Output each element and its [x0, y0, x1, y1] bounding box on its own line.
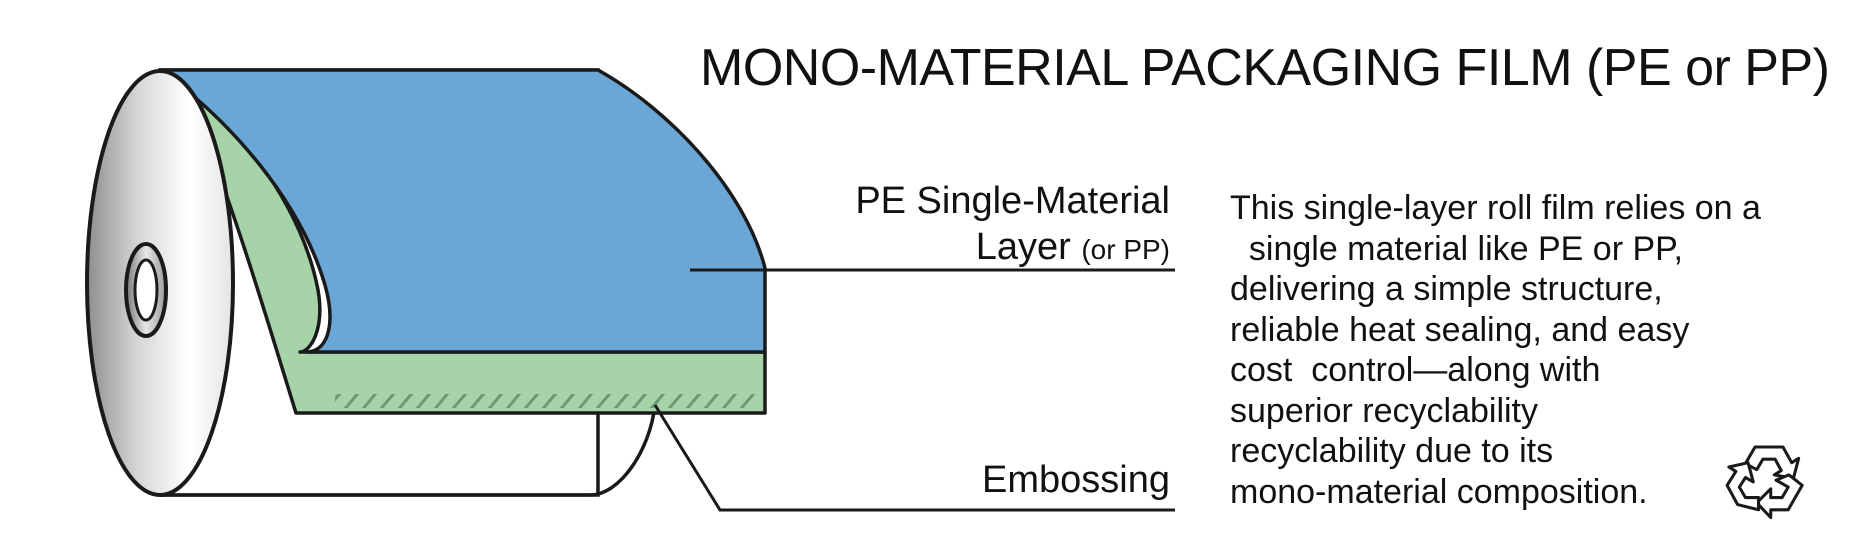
embossing-leader-line: [653, 404, 1175, 512]
description-line: cost control—along with: [1230, 351, 1601, 389]
description-line: mono-material composition.: [1230, 472, 1648, 511]
roll-core-inner: [133, 258, 159, 322]
description-line: delivering a simple structure,: [1230, 270, 1663, 308]
blue-film-top: [158, 68, 767, 354]
layer-label-line1: PE Single-Material: [855, 180, 1170, 222]
description-line: superior recyclability: [1230, 391, 1538, 430]
layer-label-line2: Layer: [975, 226, 1071, 268]
description-line: reliable heat sealing, and easy: [1230, 310, 1690, 349]
description-line: single material like PE or PP,: [1230, 229, 1683, 268]
description-line: This single-layer roll film relies on a: [1230, 189, 1761, 227]
embossing-label: Embossing: [982, 459, 1170, 501]
layer-label-suffix: (or PP): [1081, 234, 1170, 265]
roll-bottom-curve: [160, 404, 657, 497]
description-line: recyclability due to its: [1230, 432, 1554, 470]
recycle-icon: [1725, 445, 1804, 520]
layer-label: PE Single-Material Layer (or PP): [855, 178, 1170, 273]
page-title: MONO-MATERIAL PACKAGING FILM (PE or PP): [700, 39, 1830, 97]
embossing-hatch: [335, 394, 755, 408]
description-text: This single-layer roll film relies on a …: [1230, 188, 1830, 512]
